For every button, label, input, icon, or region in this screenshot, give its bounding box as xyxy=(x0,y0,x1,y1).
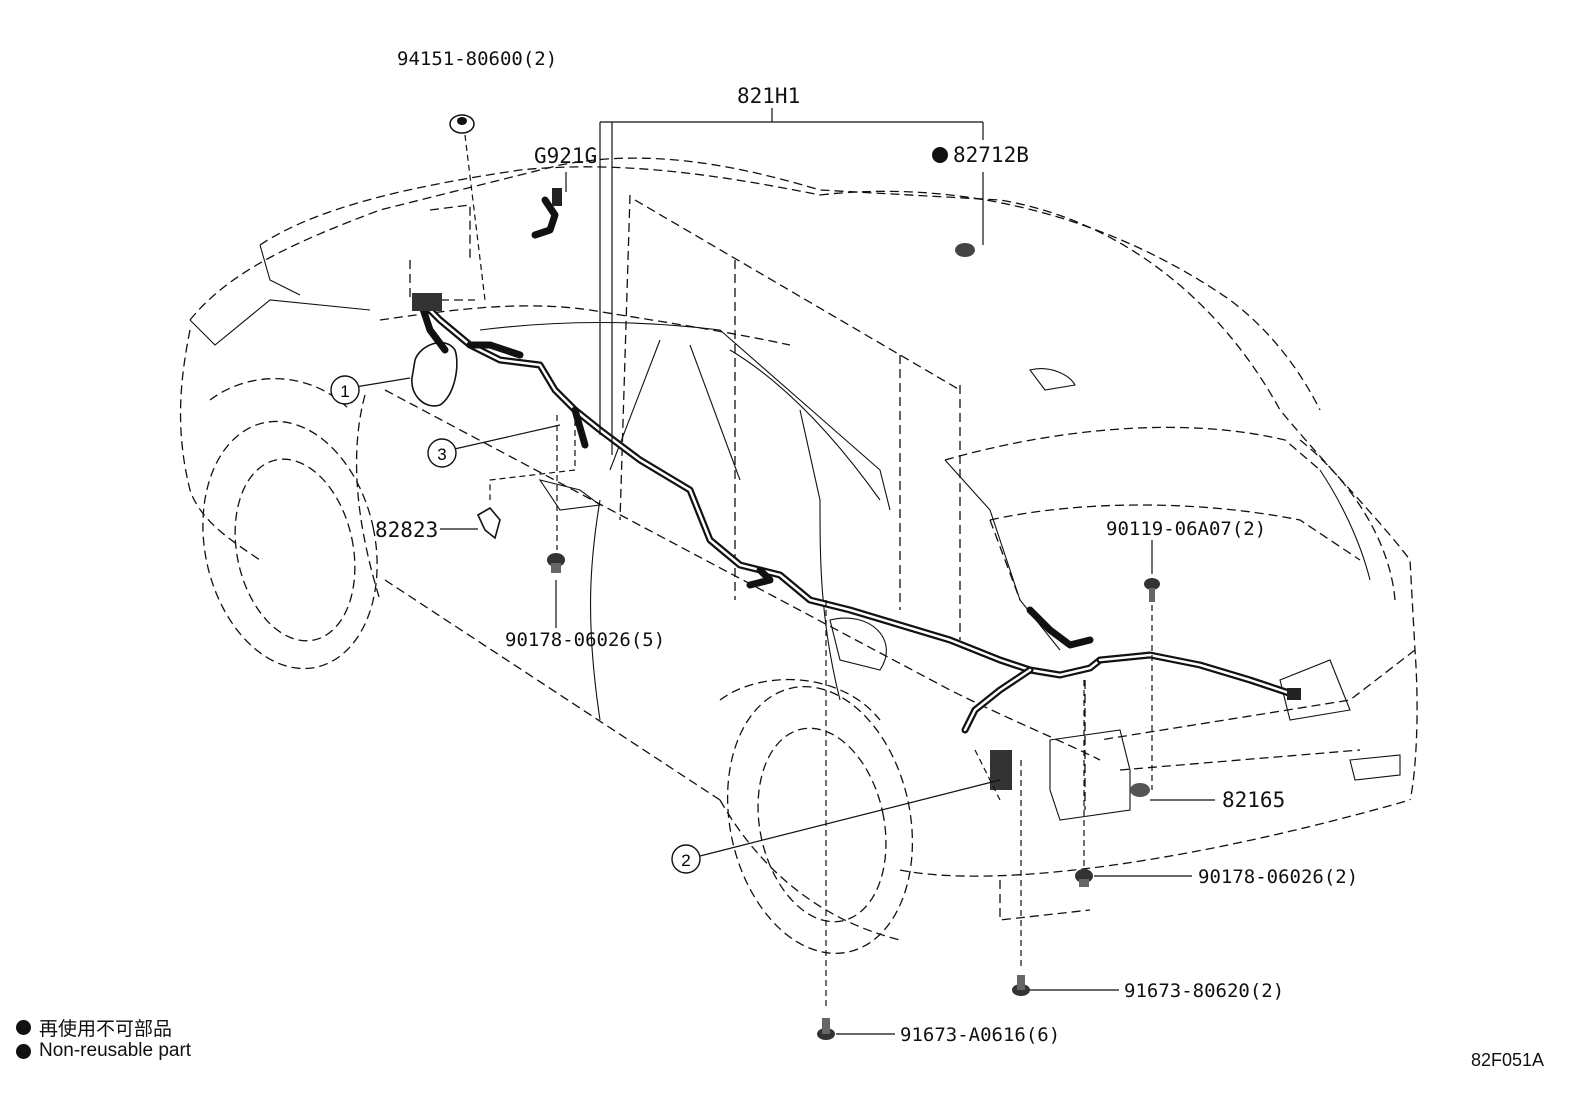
side-mirror xyxy=(411,341,458,407)
label-82712B: 82712B xyxy=(953,143,1029,167)
illustration-code: 82F051A xyxy=(1470,1050,1544,1070)
legend-dot-icon xyxy=(16,1043,31,1059)
fastener-nut-94151 xyxy=(449,114,475,134)
label-82165: 82165 xyxy=(1222,788,1285,812)
label-90178-b: 90178-06026(2) xyxy=(1198,866,1358,888)
legend-en-text: Non-reusable part xyxy=(39,1040,192,1061)
legend-dot-icon xyxy=(16,1020,31,1035)
label-90178-a: 90178-06026(5) xyxy=(505,629,665,651)
callout-3-number: 3 xyxy=(437,445,446,464)
fastener-bolt-91673-A0616 xyxy=(817,1018,835,1040)
vehicle-outline xyxy=(179,157,1418,941)
label-91673-80620: 91673-80620(2) xyxy=(1124,980,1284,1002)
label-90119: 90119-06A07(2) xyxy=(1106,518,1266,540)
legend-jp: 再使用不可部品 xyxy=(16,1014,172,1041)
fastener-bolt-90119 xyxy=(1144,578,1160,602)
wire-harness xyxy=(412,188,1301,790)
component-82165-block xyxy=(1049,729,1150,821)
callout-3: 3 xyxy=(427,438,457,468)
doors-and-windows xyxy=(189,244,1401,781)
label-94151: 94151-80600(2) xyxy=(397,48,557,70)
callout-2: 2 xyxy=(671,844,701,874)
callout-2-number: 2 xyxy=(681,851,690,870)
rear-wheel xyxy=(719,678,914,955)
label-91673-A0616: 91673-A0616(6) xyxy=(900,1024,1060,1046)
label-G921G: G921G xyxy=(534,144,597,168)
non-reusable-marker xyxy=(932,147,948,163)
part-labels: 94151-80600(2) 821H1 G921G 82712B 82823 … xyxy=(375,48,1358,1046)
leader-lines xyxy=(354,108,1215,1035)
front-wheel xyxy=(202,377,378,670)
label-82823: 82823 xyxy=(375,518,438,542)
callout-1-number: 1 xyxy=(340,382,349,401)
fastener-bolt-91673-80620 xyxy=(1012,975,1030,996)
fastener-clip-90178-b xyxy=(1075,869,1093,887)
label-821H1: 821H1 xyxy=(737,84,800,108)
legend-en: Non-reusable part xyxy=(16,1040,191,1062)
callout-1: 1 xyxy=(330,375,360,405)
fastener-axes xyxy=(464,134,1153,1010)
component-82823-bracket xyxy=(476,506,501,540)
fastener-clip-90178-a xyxy=(547,553,565,573)
legend-jp-text: 再使用不可部品 xyxy=(39,1019,173,1040)
